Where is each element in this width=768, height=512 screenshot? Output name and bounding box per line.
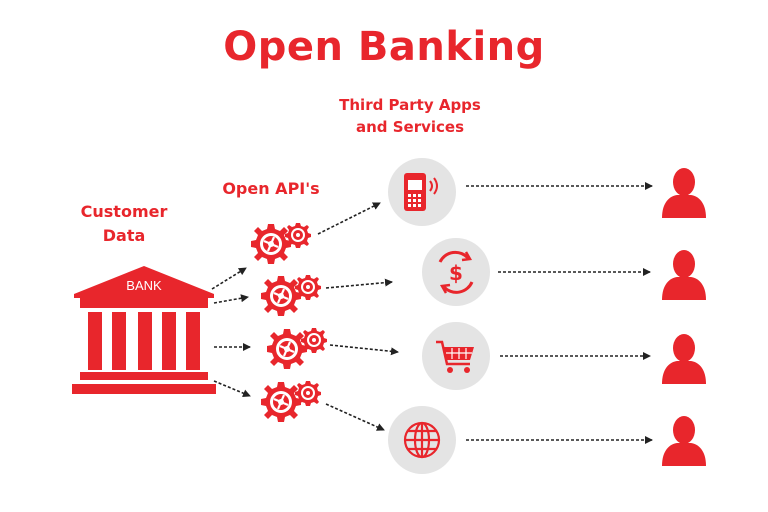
service-shopping <box>422 322 490 390</box>
diagram-title: Open Banking <box>223 24 545 70</box>
arrow-api-service-1 <box>317 202 381 235</box>
user-icon <box>662 250 706 300</box>
user-icon <box>662 334 706 384</box>
third-party-label: Third Party Apps and Services <box>320 94 500 138</box>
gears-icon <box>259 380 321 424</box>
gears-icon <box>265 327 327 371</box>
arrow-bank-api-1 <box>211 267 247 290</box>
gears-icon <box>249 222 311 266</box>
globe-icon <box>403 421 441 459</box>
arrow-bank-api-4 <box>213 380 251 397</box>
svg-text:$: $ <box>449 261 463 285</box>
bank-building-icon: BANK <box>72 266 216 394</box>
service-exchange: $ <box>422 238 490 306</box>
service-globe <box>388 406 456 474</box>
gears-icon <box>259 274 321 318</box>
arrow-bank-api-2 <box>213 294 249 304</box>
third-party-label-line2: and Services <box>355 118 465 136</box>
user-icon <box>662 168 706 218</box>
shopping-cart-icon <box>436 340 474 373</box>
user-icon <box>662 416 706 466</box>
customer-data-label-line1: Customer <box>80 202 168 221</box>
arrow-api-service-3 <box>329 344 399 356</box>
currency-exchange-icon: $ <box>438 250 474 294</box>
customer-data-label: Customer Data <box>64 200 184 248</box>
customer-data-label-line2: Data <box>102 226 146 245</box>
arrow-api-service-4 <box>325 403 385 431</box>
service-to-user-arrows <box>466 182 653 444</box>
arrow-api-service-2 <box>325 278 393 289</box>
bank-to-api-arrows <box>211 267 251 397</box>
third-party-label-line1: Third Party Apps <box>339 96 481 114</box>
mobile-phone-icon <box>404 173 438 211</box>
api-to-service-arrows <box>317 202 399 431</box>
open-apis-label: Open API's <box>222 179 320 198</box>
service-phone <box>388 158 456 226</box>
bank-label: BANK <box>126 278 162 293</box>
